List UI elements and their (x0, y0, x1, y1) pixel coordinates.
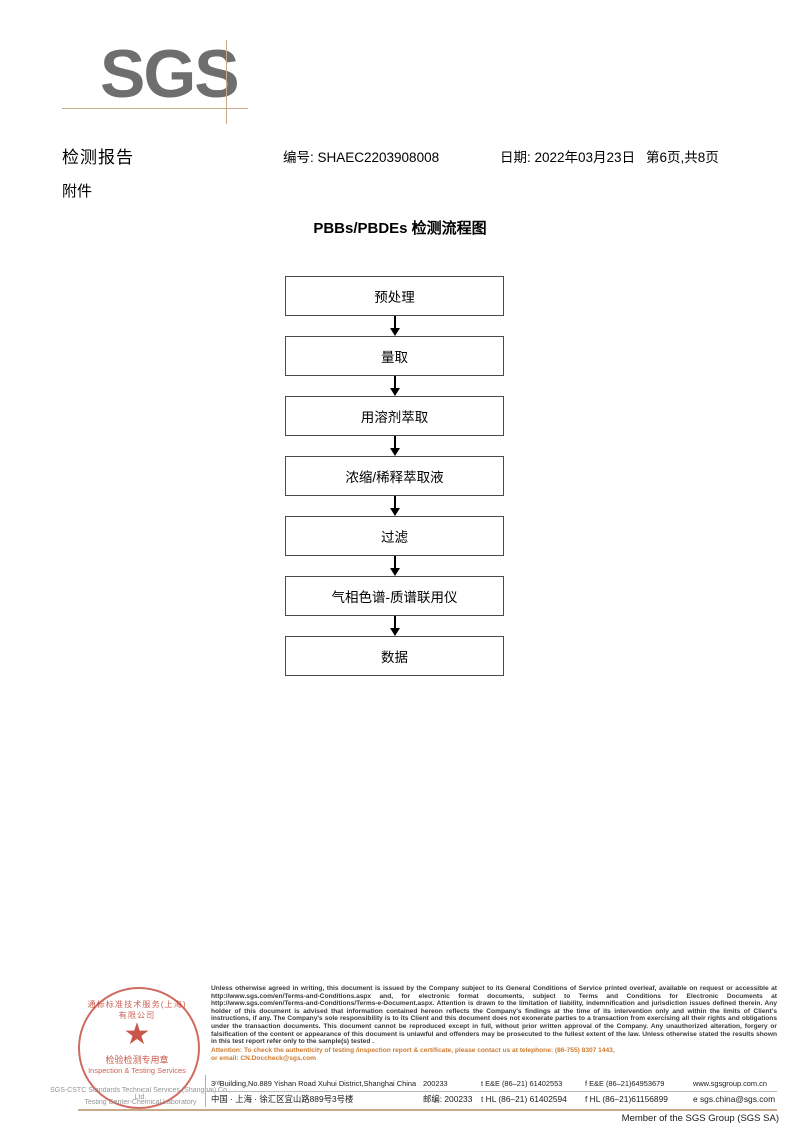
flow-step-7: 数据 (285, 636, 504, 676)
footer-bottom-rule (78, 1109, 777, 1111)
seal-company-name: 通标标准技术服务(上海)有限公司 (87, 1000, 187, 1020)
seal-purpose-en: Inspection & Testing Services (88, 1066, 186, 1075)
zip-en: 200233 (423, 1078, 448, 1088)
page-title: 检测报告 (62, 148, 134, 167)
flow-step-2: 量取 (285, 336, 504, 376)
contact-divider-horizontal (205, 1091, 777, 1092)
flow-step-4: 浓缩/稀释萃取液 (285, 456, 504, 496)
flow-arrow-4 (285, 496, 504, 516)
document-footer: 通标标准技术服务(上海)有限公司 ★ 检验检测专用章 Inspection & … (0, 975, 800, 1131)
attention-line-1: Attention: To check the authenticity of … (211, 1046, 615, 1054)
legal-paragraph: Unless otherwise agreed in writing, this… (211, 985, 777, 1046)
report-number: 编号: SHAEC2203908008 (283, 150, 440, 165)
fax-ee: f E&E (86–21)64953679 (585, 1078, 665, 1088)
sgs-group-member-note: Member of the SGS Group (SGS SA) (621, 1113, 779, 1124)
seal-caption-line2: Testing Center-Chemical Laboratory (84, 1099, 197, 1106)
website-url[interactable]: www.sgsgroup.com.cn (693, 1078, 767, 1088)
contact-row-cn: 中国 · 上海 · 徐汇区宜山路889号3号楼 邮编: 200233 t HL … (211, 1091, 777, 1107)
report-date: 日期: 2022年03月23日 (500, 150, 636, 165)
sgs-logo: SGS (62, 36, 320, 128)
flow-step-5: 过滤 (285, 516, 504, 556)
flow-arrow-2 (285, 376, 504, 396)
address-en: 3ʳᵈBuilding,No.889 Yishan Road Xuhui Dis… (211, 1078, 417, 1088)
flow-step-6: 气相色谱-质谱联用仪 (285, 576, 504, 616)
flow-step-1: 预处理 (285, 276, 504, 316)
flowchart-title: PBBs/PBDEs 检测流程图 (313, 220, 487, 237)
page-indicator: 第6页,共8页 (646, 150, 719, 165)
company-seal-stamp: 通标标准技术服务(上海)有限公司 ★ 检验检测专用章 Inspection & … (50, 987, 231, 1109)
address-cn: 中国 · 上海 · 徐汇区宜山路889号3号楼 (211, 1094, 354, 1104)
telephone-ee: t E&E (86–21) 61402553 (481, 1078, 563, 1088)
flow-arrow-3 (285, 436, 504, 456)
flowchart: 预处理 量取 用溶剂萃取 浓缩/稀释萃取液 过滤 气相色谱-质谱联用仪 数据 (285, 276, 504, 676)
flow-arrow-1 (285, 316, 504, 336)
legal-disclaimer: Unless otherwise agreed in writing, this… (211, 985, 777, 1063)
contact-info: 3ʳᵈBuilding,No.889 Yishan Road Xuhui Dis… (211, 1075, 777, 1107)
telephone-hl: t HL (86–21) 61402594 (481, 1094, 567, 1104)
logo-vertical-rule (226, 40, 227, 124)
seal-purpose-cn: 检验检测专用章 (105, 1055, 169, 1065)
fax-hl: f HL (86–21)61156899 (585, 1094, 668, 1104)
zip-cn: 邮编: 200233 (423, 1094, 473, 1104)
logo-horizontal-rule (62, 108, 248, 109)
seal-circle-icon (78, 987, 200, 1109)
contact-row-en: 3ʳᵈBuilding,No.889 Yishan Road Xuhui Dis… (211, 1075, 777, 1091)
sgs-logo-text: SGS (100, 36, 240, 112)
attention-line-2: or email: CN.Doccheck@sgs.com (211, 1055, 317, 1063)
flow-step-3: 用溶剂萃取 (285, 396, 504, 436)
email-address[interactable]: e sgs.china@sgs.com (693, 1094, 776, 1104)
flow-arrow-6 (285, 616, 504, 636)
flow-arrow-5 (285, 556, 504, 576)
seal-caption-line1: SGS-CSTC Standards Technical Services (S… (50, 1087, 231, 1101)
page-subtitle: 附件 (62, 183, 93, 200)
star-icon: ★ (123, 1018, 151, 1051)
